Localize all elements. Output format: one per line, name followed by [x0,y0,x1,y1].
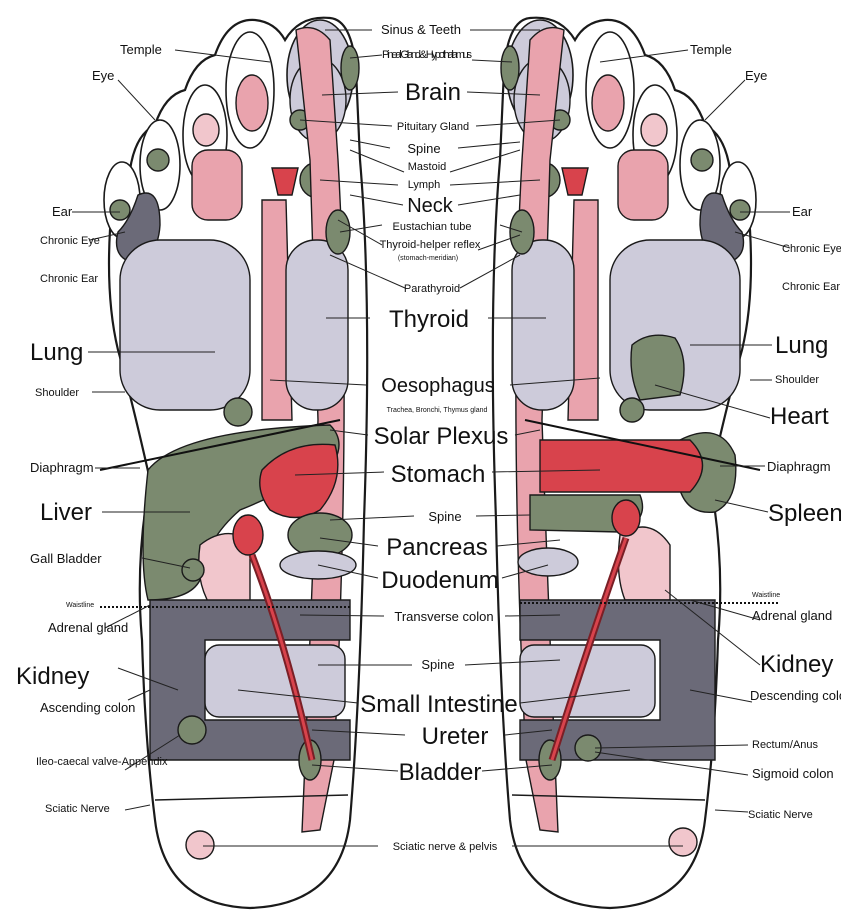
label-right-sciatic: Sciatic Nerve [748,809,813,821]
label-parathyroid: Parathyroid [404,283,460,295]
label-right-temple: Temple [690,42,732,57]
right-adrenal [612,500,640,536]
label-eustachian: Eustachian tube [393,221,472,233]
label-spine-top: Spine [407,141,440,156]
label-left-kidney: Kidney [16,663,89,690]
label-right-spleen: Spleen [768,500,841,527]
left-pineal [341,46,359,90]
right-heart [631,335,684,400]
label-right-lung: Lung [775,332,828,359]
left-adrenal [233,515,263,555]
label-right-kidney: Kidney [760,651,833,678]
right-duodenum [518,548,578,576]
label-left-ascending: Ascending colon [40,700,135,715]
label-left-waistline: Waistline [66,602,94,609]
label-neck: Neck [407,195,454,217]
label-left-diaphragm: Diaphragm [30,460,94,475]
label-pituitary: Pituitary Gland [397,121,469,133]
right-adrenal-area [618,527,670,600]
label-right-chronic-eye: Chronic Eye [782,243,841,255]
left-ear-zone [110,200,130,220]
left-eye-zone [147,149,169,171]
label-right-rectum: Rectum/Anus [752,739,819,751]
left-sciatic-pelvis [186,831,214,859]
label-oesophagus: Oesophagus [381,375,494,397]
right-toe-2-pad [592,75,624,131]
label-left-ear: Ear [52,204,73,219]
right-toe-3-lower [618,150,668,220]
label-left-shoulder: Shoulder [35,387,79,399]
label-left-temple: Temple [120,42,162,57]
label-left-adrenal: Adrenal gland [48,620,128,635]
label-stomach: Stomach [391,461,486,488]
left-toe-3-lower [192,150,242,220]
right-shoulder-dot [620,398,644,422]
label-left-chronic-eye: Chronic Eye [40,235,100,247]
left-shoulder-dot [224,398,252,426]
left-gallbladder-dot [182,559,204,581]
left-lung [120,240,250,410]
label-thyroid-helper-sub: (stomach-meridian) [398,255,458,262]
label-right-descending: Descending colon [750,688,841,703]
label-left-sciatic: Sciatic Nerve [45,803,110,815]
label-left-gall-bladder: Gall Bladder [30,551,102,566]
label-left-eye: Eye [92,68,114,83]
label-right-shoulder: Shoulder [775,374,819,386]
right-eye-zone [691,149,713,171]
label-sinus-teeth: Sinus & Teeth [381,22,461,37]
label-pineal: Pineal Gland & Hypothalamus [382,49,473,61]
label-left-liver: Liver [40,499,92,526]
label-bladder: Bladder [399,759,482,786]
label-right-waistline: Waistline [752,592,780,599]
left-ileo-caecal [178,716,206,744]
label-right-chronic-ear: Chronic Ear [782,281,840,293]
label-lymph: Lymph [408,179,441,191]
left-toe-3-pad [193,114,219,146]
label-right-ear: Ear [792,204,813,219]
label-duodenum: Duodenum [381,567,498,594]
label-left-lung: Lung [30,339,83,366]
label-thyroid: Thyroid [389,306,469,333]
label-right-heart: Heart [770,403,829,430]
label-solar-plexus: Solar Plexus [374,423,509,450]
left-parathyroid [326,210,350,254]
label-right-adrenal: Adrenal gland [752,608,832,623]
right-toe-3-pad [641,114,667,146]
left-toe-2-pad [236,75,268,131]
label-spine-mid: Spine [428,509,461,524]
label-left-chronic-ear: Chronic Ear [40,273,98,285]
label-spine-low: Spine [421,657,454,672]
label-small-intestine: Small Intestine [360,691,517,718]
label-right-eye: Eye [745,68,767,83]
label-right-sigmoid: Sigmoid colon [752,766,834,781]
label-brain: Brain [405,79,461,106]
label-oesophagus-sub: Trachea, Bronchi, Thymus gland [387,407,488,414]
label-right-diaphragm: Diaphragm [767,459,831,474]
right-pineal [501,46,519,90]
left-foot [100,18,367,908]
right-stomach [540,440,703,492]
label-left-ileo: Ileo-caecal valve-Appendix [36,756,168,768]
label-pancreas: Pancreas [386,534,487,561]
right-ear-zone [730,200,750,220]
label-ureter: Ureter [422,723,489,750]
label-thyroid-helper: Thyroid-helper reflex [380,239,481,251]
right-sciatic-pelvis [669,828,697,856]
label-transverse-colon: Transverse colon [394,609,493,624]
label-sciatic-pelvis: Sciatic nerve & pelvis [393,841,498,853]
left-thyroid [286,240,348,410]
left-small-intestine [205,645,345,717]
right-foot [493,18,780,908]
label-mastoid: Mastoid [408,161,447,173]
